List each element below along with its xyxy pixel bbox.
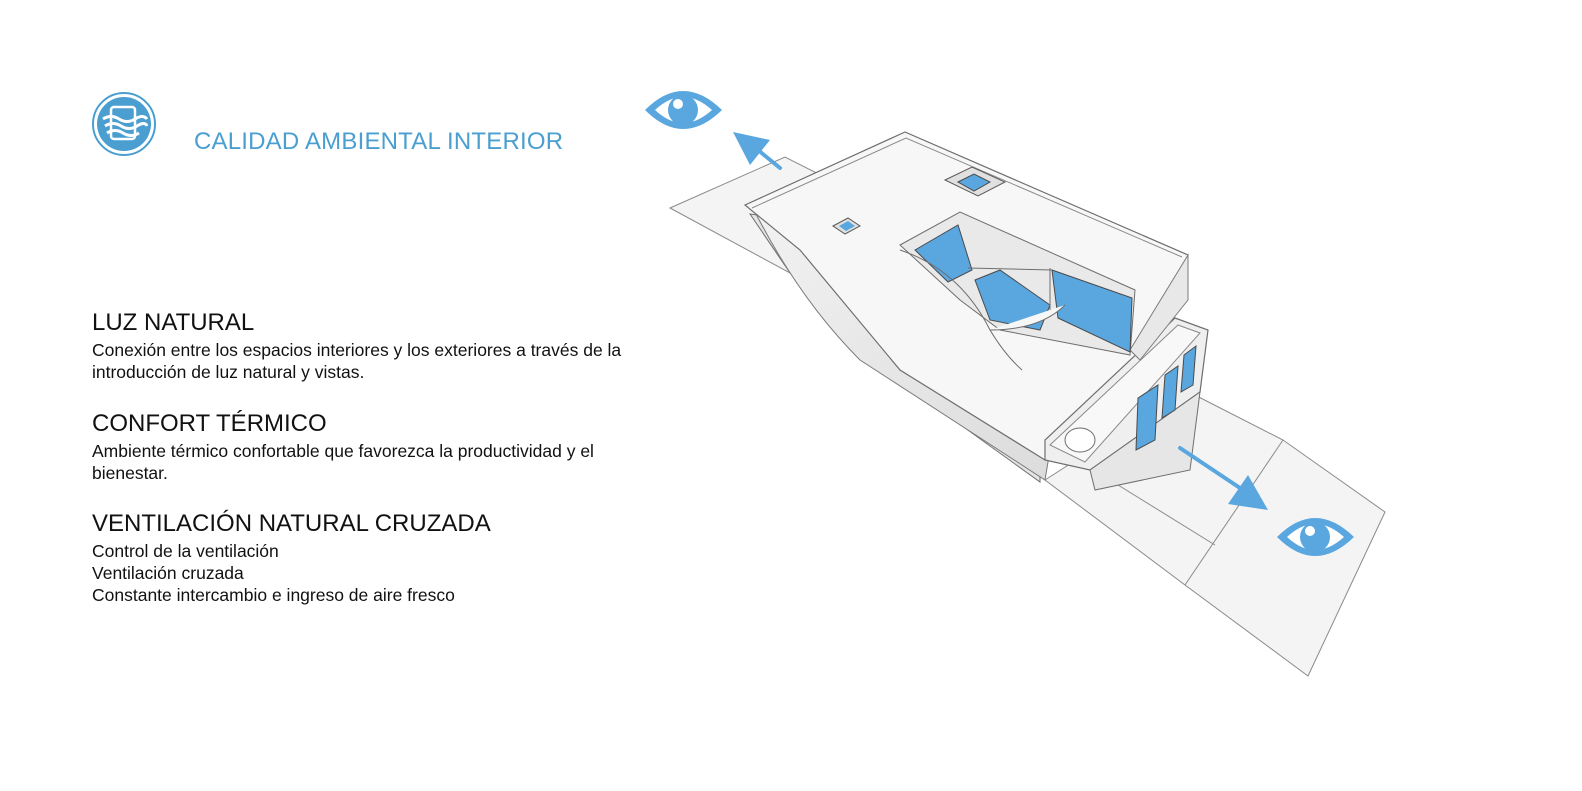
- building-volume: [743, 131, 1209, 491]
- description-line: Conexión entre los espacios interiores y…: [92, 340, 622, 360]
- courtyard-void: [899, 211, 1136, 371]
- eye-icon: [1277, 518, 1354, 556]
- skylight: [832, 166, 1007, 235]
- section-luz-natural: LUZ NATURAL Conexión entre los espacios …: [92, 309, 652, 383]
- description-line: Ventilación cruzada: [92, 563, 244, 583]
- description-line: Control de la ventilación: [92, 541, 279, 561]
- section-description: Ambiente térmico confortable que favorez…: [92, 440, 652, 484]
- section-heading: CONFORT TÉRMICO: [92, 410, 327, 437]
- section-description: Control de la ventilación Ventilación cr…: [92, 540, 652, 606]
- page-title: CALIDAD AMBIENTAL INTERIOR: [194, 128, 564, 155]
- eye-icon: [645, 91, 722, 129]
- section-heading: VENTILACIÓN NATURAL CRUZADA: [92, 510, 491, 537]
- description-line: Ambiente térmico confortable que favorez…: [92, 441, 594, 461]
- description-line: introducción de luz natural y vistas.: [92, 362, 365, 382]
- description-line: bienestar.: [92, 463, 168, 483]
- section-description: Conexión entre los espacios interiores y…: [92, 339, 652, 383]
- view-arrow-icon: [733, 132, 782, 170]
- building-axonometric-diagram: [645, 91, 1386, 677]
- section-confort-termico: CONFORT TÉRMICO Ambiente térmico confort…: [92, 410, 652, 484]
- indoor-air-quality-icon: [92, 92, 156, 156]
- view-arrow-icon: [1178, 446, 1268, 510]
- section-ventilacion: VENTILACIÓN NATURAL CRUZADA Control de l…: [92, 510, 652, 606]
- description-line: Constante intercambio e ingreso de aire …: [92, 585, 455, 605]
- section-heading: LUZ NATURAL: [92, 309, 255, 336]
